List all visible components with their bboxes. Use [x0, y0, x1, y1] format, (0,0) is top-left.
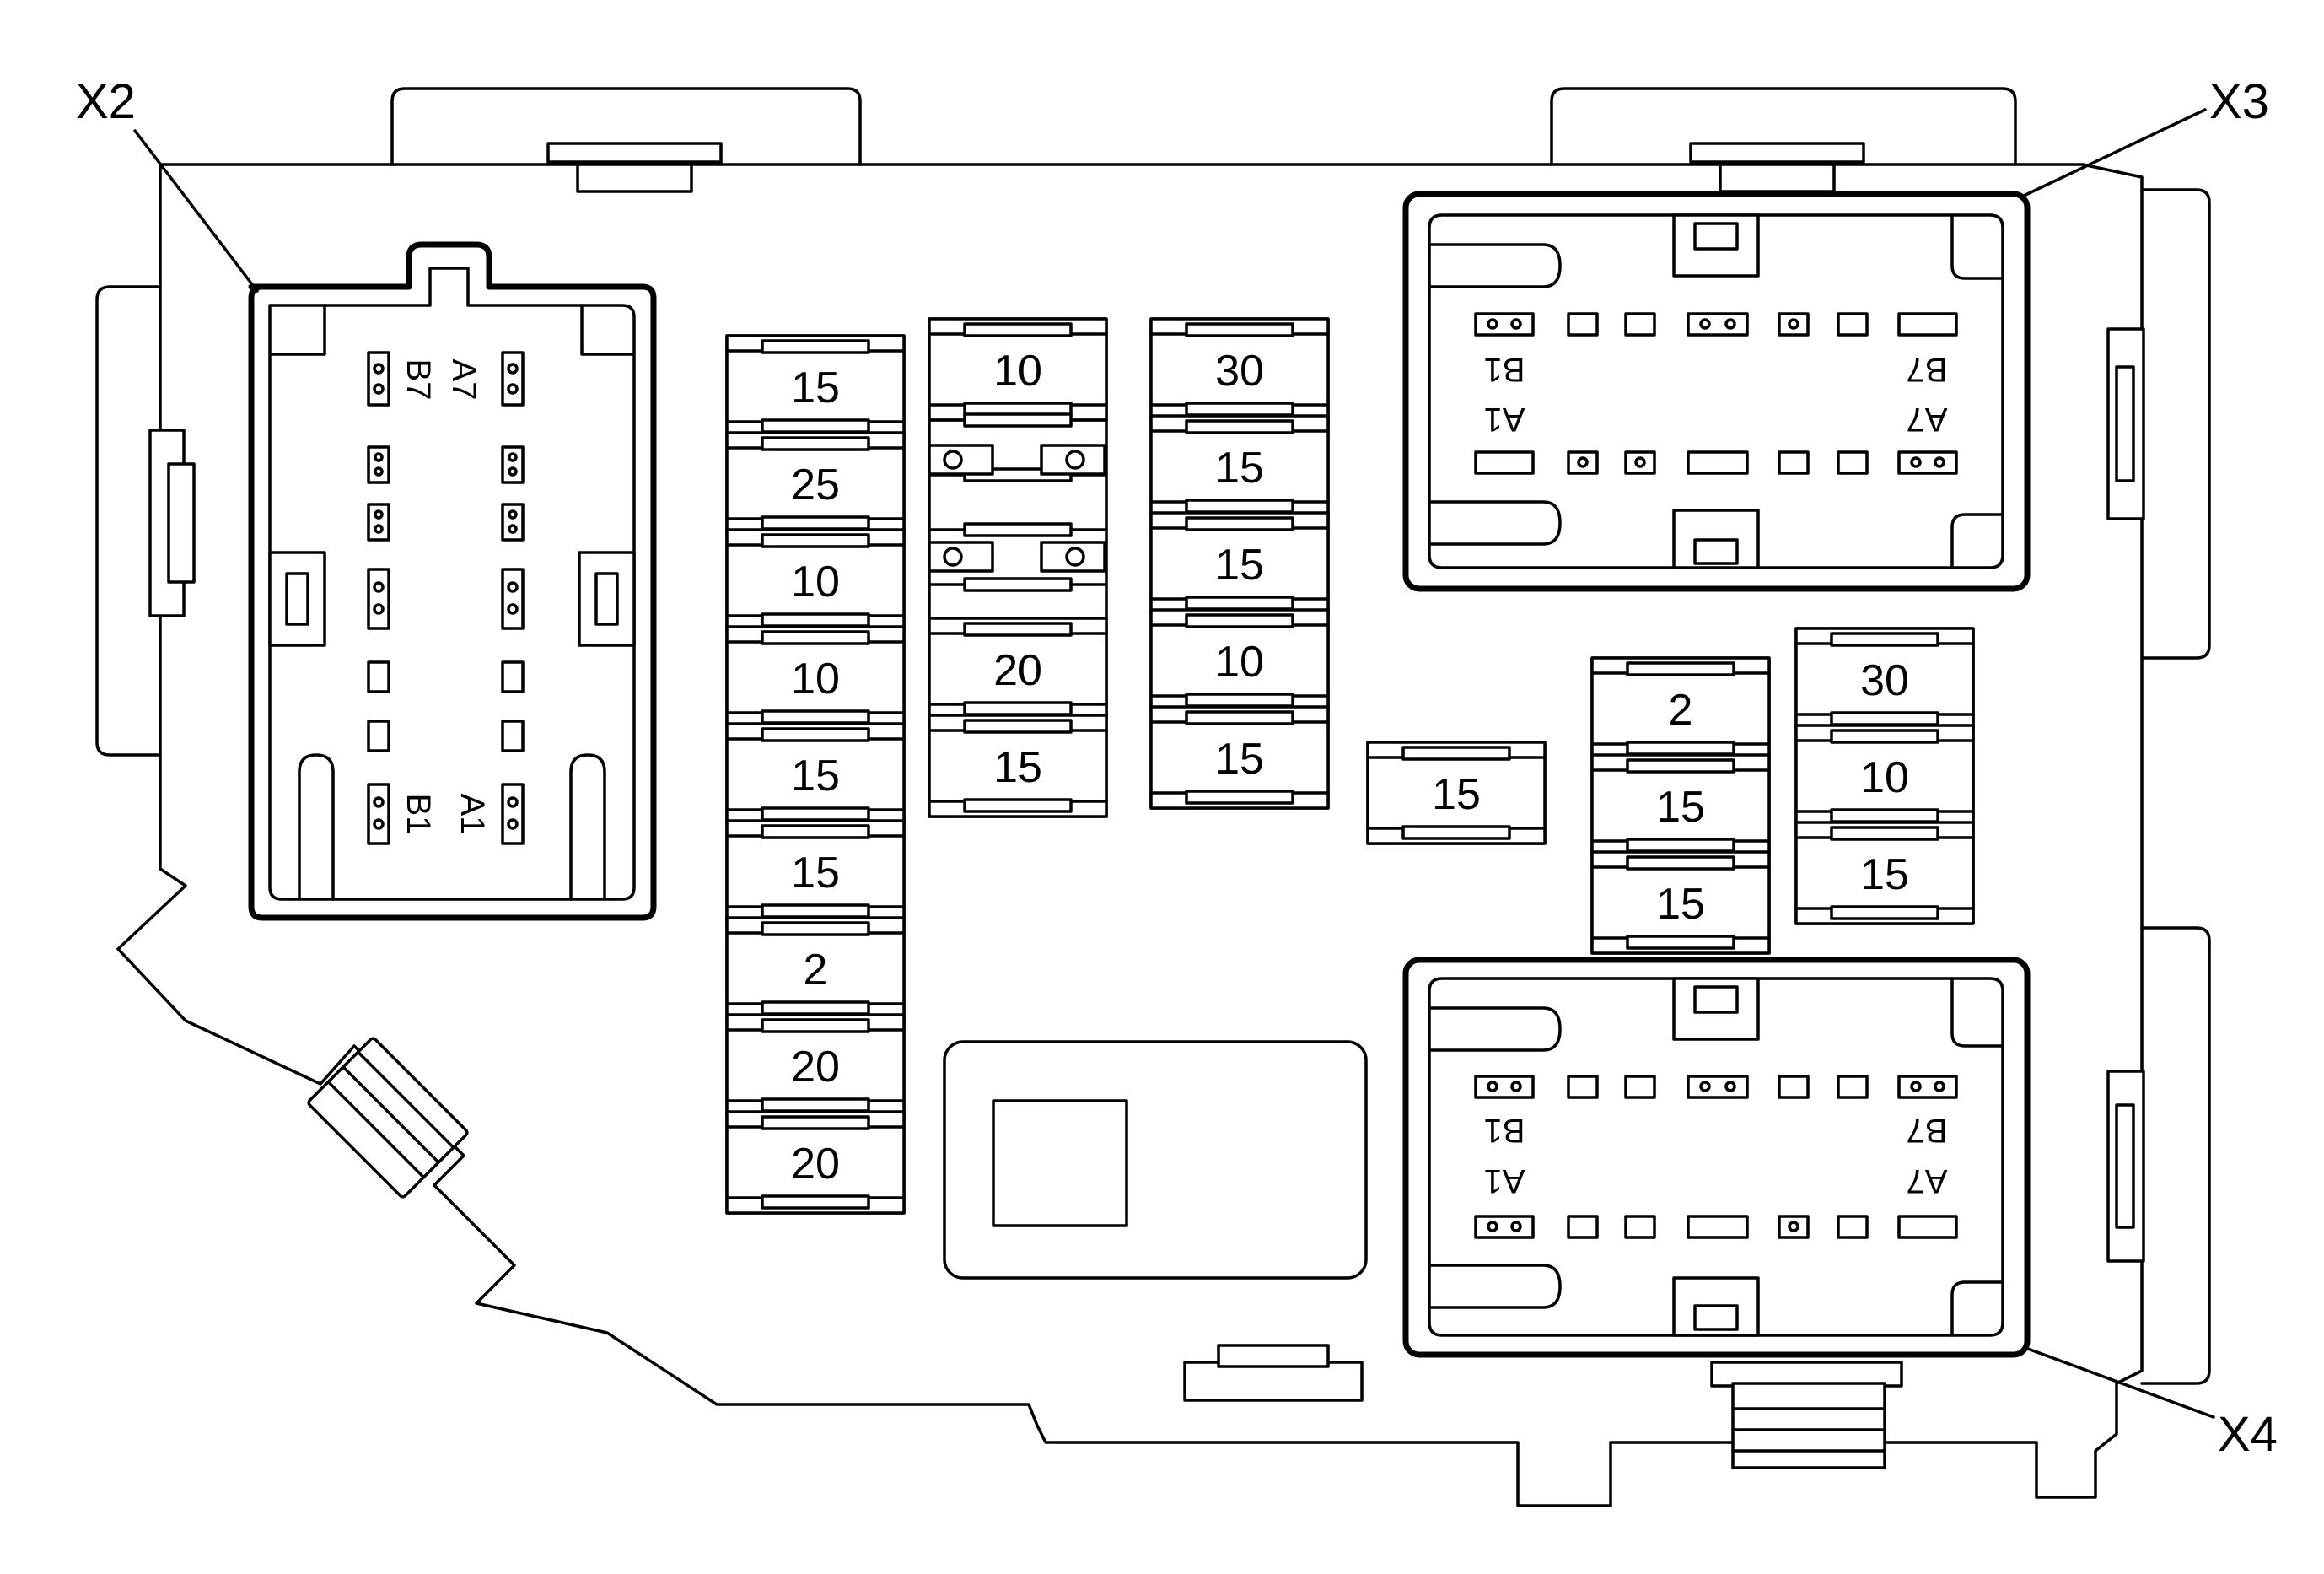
fuse-rating: 2 [1669, 686, 1693, 735]
x4-pin-b1: B1 [1484, 1112, 1525, 1149]
fuse-rating: 20 [791, 1043, 840, 1092]
fuse-rating: 10 [1860, 753, 1909, 802]
fuse: 20 [928, 617, 1108, 721]
fuse: 2 [725, 916, 906, 1021]
fuse-rating: 15 [1656, 880, 1705, 929]
fuse: 15 [1590, 753, 1771, 858]
fuse: 10 [1794, 724, 1975, 828]
fuse-block-3: 30 15 15 10 15 [1149, 317, 1330, 810]
fuse: 10 [1149, 608, 1330, 713]
fuse: 15 [1149, 705, 1330, 810]
x4-pin-a1: A1 [1484, 1162, 1525, 1199]
fuse: 2 [1590, 656, 1771, 761]
fuse: 25 [725, 431, 906, 536]
x3-pin-b7: B7 [1907, 351, 1948, 388]
x3-pins [1474, 312, 1958, 475]
connector-x4: B1 B7 A1 A7 [1402, 957, 2031, 1358]
fuse-rating: 15 [791, 849, 840, 898]
fuse-rating: 15 [1215, 444, 1264, 493]
fuse-rating: 30 [1215, 347, 1264, 396]
fuse-rating: 15 [791, 364, 840, 412]
fuse-rating: 10 [791, 655, 840, 703]
fuse: 15 [1149, 414, 1330, 519]
fuse: 10 [928, 317, 1108, 422]
fuse-area: 1525101015152202010201530151510151521515… [725, 317, 1975, 1215]
fuse: 15 [1366, 741, 1547, 845]
fuse: 15 [1794, 821, 1975, 925]
fuse-single: 15 [1366, 741, 1547, 845]
fuse-block-1: 15 25 10 10 15 15 2 20 20 [725, 334, 906, 1215]
fuse: 15 [725, 722, 906, 827]
fuse-block-2: 10 20 15 [928, 317, 1108, 818]
x3-label: X3 [2209, 74, 2269, 129]
housing-outline [95, 87, 2211, 1507]
fuse: 20 [725, 1013, 906, 1118]
fuse-rating: 15 [1432, 770, 1481, 819]
x4-pin-a7: A7 [1907, 1162, 1948, 1199]
fuse-rating: 20 [791, 1140, 840, 1189]
fuse-rating: 15 [1656, 783, 1705, 832]
terminal-clip [1040, 541, 1106, 573]
x2-pin-a1: A1 [454, 794, 491, 835]
fuse: 15 [928, 714, 1108, 818]
x2-label: X2 [76, 74, 136, 129]
x4-pins [1474, 1075, 1958, 1239]
fuse: 30 [1794, 627, 1975, 731]
x2-pins [367, 351, 525, 845]
fuse-rating: 15 [1215, 541, 1264, 590]
fuse-rating: 2 [804, 946, 828, 995]
fuse: 15 [725, 819, 906, 924]
x4-pin-b7: B7 [1907, 1112, 1948, 1149]
fuse: 20 [725, 1110, 906, 1215]
fuse-rating: 25 [791, 461, 840, 509]
fuse: 15 [1149, 511, 1330, 616]
relay-core [992, 1099, 1128, 1227]
x2-pin-b7: B7 [400, 359, 437, 401]
x4-label: X4 [2218, 1407, 2278, 1462]
fuse-block-4: 2 15 15 [1590, 656, 1771, 955]
x3-pin-b1: B1 [1484, 351, 1525, 388]
x3-leader-line [2022, 108, 2207, 197]
fuse: 15 [1590, 850, 1771, 955]
connector-x3: B1 B7 A1 A7 [1402, 191, 2031, 592]
x2-pin-a7: A7 [445, 359, 482, 401]
fuse-rating: 15 [791, 752, 840, 800]
fuse-rating: 15 [993, 743, 1042, 792]
x3-pin-a1: A1 [1484, 401, 1525, 438]
x3-pin-a7: A7 [1907, 401, 1948, 438]
fuse-rating: 20 [993, 646, 1042, 695]
fuse-rating: 10 [1215, 638, 1264, 687]
fuse-rating: 10 [791, 558, 840, 606]
callouts: X2 X3 X4 [76, 74, 2278, 1462]
fuse-block-5: 30 10 15 [1794, 627, 1975, 925]
terminal-clip [1040, 444, 1106, 476]
fuse: 30 [1149, 317, 1330, 422]
fuse-rating: 15 [1215, 735, 1264, 784]
x2-pin-b1: B1 [400, 794, 437, 835]
fuse: 15 [725, 334, 906, 439]
x2-leader-line [133, 129, 259, 293]
connector-x2: A7 B7 A1 B1 [248, 241, 657, 921]
fuse-rating: 10 [993, 347, 1042, 396]
fuse-block-2-clips [928, 412, 1108, 592]
fuse: 10 [725, 625, 906, 730]
x4-leader-line [2024, 1346, 2215, 1419]
fuse-rating: 30 [1860, 656, 1909, 705]
fuse-rating: 15 [1860, 850, 1909, 899]
fuse: 10 [725, 528, 906, 633]
